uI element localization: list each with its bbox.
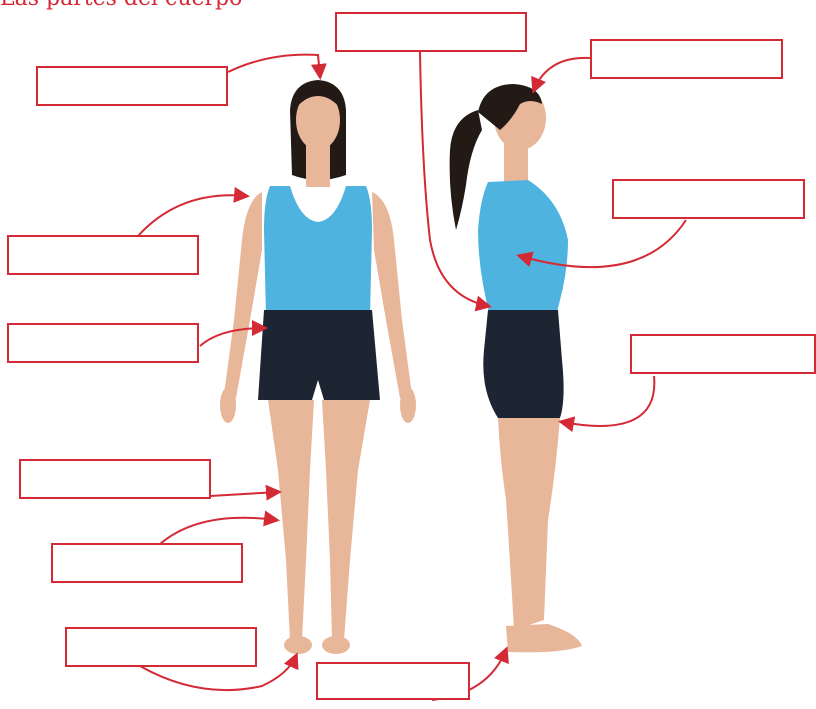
label-box-head[interactable] <box>36 66 228 106</box>
arrows <box>138 52 686 700</box>
label-box-foot[interactable] <box>316 662 470 700</box>
label-box-thigh[interactable] <box>19 459 211 499</box>
label-box-ankle[interactable] <box>65 627 257 667</box>
front-right-foot <box>322 636 350 654</box>
side-tank-top <box>478 180 568 316</box>
front-right-arm <box>372 192 412 398</box>
arrow-knee <box>160 518 276 544</box>
label-box-hand[interactable] <box>630 334 816 374</box>
arrow-shoulder <box>138 195 246 236</box>
label-box-neck[interactable] <box>335 12 527 52</box>
front-tank-top <box>264 186 372 316</box>
label-box-shoulder[interactable] <box>7 235 199 275</box>
arrow-hand <box>562 376 654 426</box>
label-box-waist[interactable] <box>7 323 199 363</box>
front-left-arm <box>224 192 262 398</box>
front-left-foot <box>284 636 312 654</box>
front-right-leg <box>322 400 370 640</box>
side-ponytail <box>450 110 482 230</box>
side-foot <box>506 624 582 652</box>
arrow-head <box>228 55 320 76</box>
side-leg <box>498 418 560 630</box>
label-box-hair[interactable] <box>590 39 783 79</box>
side-shorts <box>483 310 563 418</box>
arrow-hair <box>534 58 590 90</box>
front-figure <box>220 80 416 654</box>
front-shorts <box>258 310 380 400</box>
side-figure <box>450 84 582 652</box>
arrow-thigh <box>210 492 278 496</box>
label-box-chest[interactable] <box>612 179 805 219</box>
front-neck <box>306 145 330 187</box>
label-box-knee[interactable] <box>51 543 243 583</box>
